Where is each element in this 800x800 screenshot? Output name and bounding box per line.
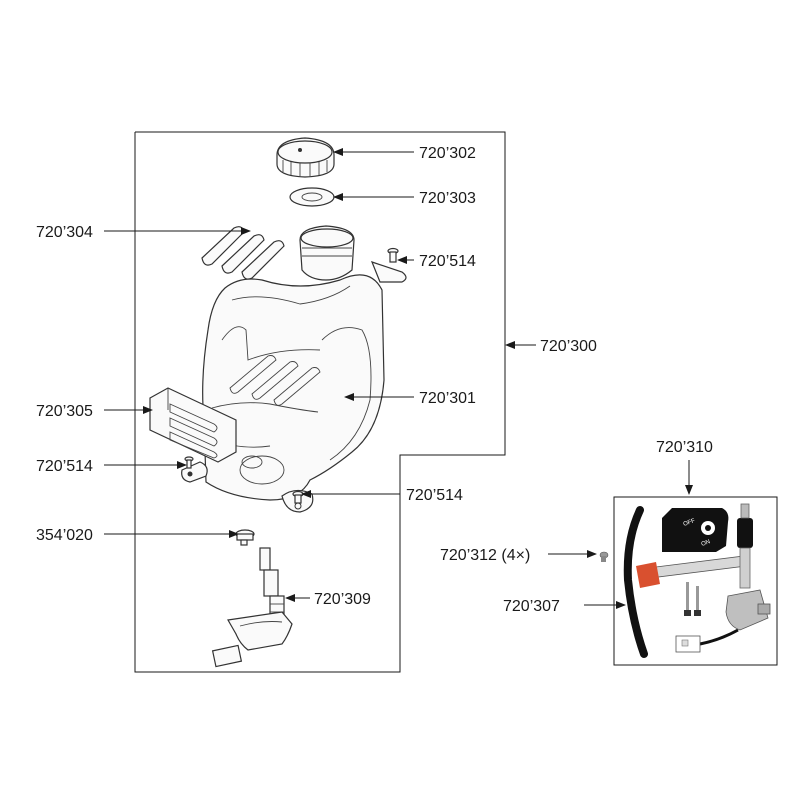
fuel-cap-part: [276, 137, 335, 178]
screw-bottom-part: [292, 490, 304, 504]
label-tank: 720’301: [419, 390, 476, 407]
label-screw-bottom: 720’514: [406, 487, 463, 504]
label-clamp: 354’020: [36, 527, 93, 544]
screw-left-part: [184, 456, 194, 469]
label-screw-left: 720’514: [36, 458, 93, 475]
label-pads: 720’304: [36, 224, 93, 241]
fuel-hose-part: [623, 506, 648, 658]
label-cap: 720’302: [419, 145, 476, 162]
hose-clamp-part: [235, 529, 255, 546]
label-assembly: 720’300: [540, 338, 597, 355]
rubber-pads-part: [201, 226, 285, 280]
label-cap-seal: 720’303: [419, 190, 476, 207]
tap-lever-part: [636, 555, 747, 588]
switch-plate-part: OFF ON: [662, 508, 729, 552]
label-fuel-tap: 720’309: [314, 591, 371, 608]
label-heat-shield: 720’305: [36, 403, 93, 420]
kit-screws-part: [599, 551, 701, 616]
fuel-tap-part: [211, 547, 293, 668]
label-screw-top: 720’514: [419, 253, 476, 270]
kit-frame: [613, 496, 778, 666]
plate-on-label: ON: [701, 539, 712, 548]
assembly-frame: [134, 131, 506, 673]
label-kit: 720’310: [656, 439, 713, 456]
cap-seal-part: [289, 187, 335, 207]
plate-off-label: OFF: [683, 518, 697, 528]
fuel-tank-part: [202, 225, 407, 501]
heat-shield-part: [149, 387, 237, 463]
fuel-valve-part: [675, 503, 771, 653]
leader-lines: [104, 148, 693, 609]
screw-top-part: [387, 247, 399, 263]
label-kit-screws: 720’312 (4×): [440, 547, 530, 564]
label-fuel-hose: 720’307: [503, 598, 560, 615]
